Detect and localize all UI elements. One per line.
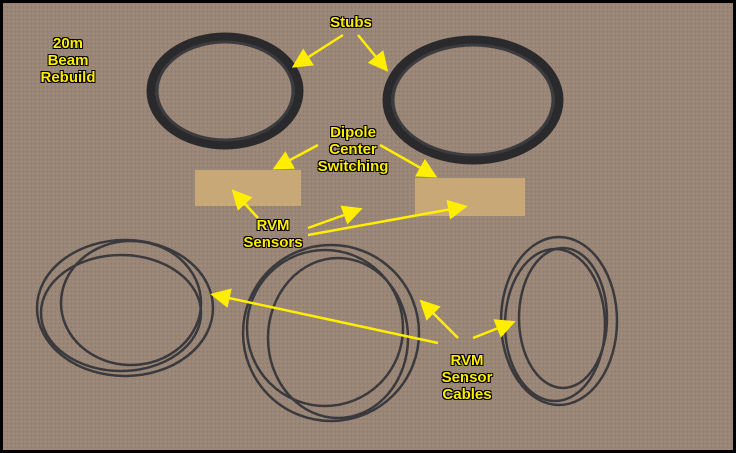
label-line: Sensor	[441, 369, 493, 386]
carpet-background	[3, 3, 733, 450]
stub-coil-left	[146, 32, 304, 150]
label-line: Sensors	[243, 234, 303, 251]
label-line: Cables	[442, 386, 492, 403]
label-line: RVM	[450, 352, 484, 369]
beam-rebuild-label: 20m Beam Rebuild	[38, 35, 98, 86]
label-line: Rebuild	[40, 69, 96, 86]
photo: 20m Beam Rebuild Stubs Dipole Center Swi…	[3, 3, 733, 450]
photo-scene	[3, 3, 733, 450]
switch-board-right	[415, 178, 525, 216]
stub-coil-right	[382, 35, 564, 165]
label-line: RVM	[256, 217, 290, 234]
label-line: Beam	[47, 52, 89, 69]
stubs-label: Stubs	[330, 14, 372, 31]
label-line: Dipole	[330, 124, 376, 141]
rvm-sensors-label: RVM Sensors	[236, 217, 310, 251]
dipole-center-switching-label: Dipole Center Switching	[308, 124, 398, 175]
label-line: Center	[329, 141, 377, 158]
rvm-sensor-cables-label: RVM Sensor Cables	[435, 352, 499, 403]
label-line: 20m	[52, 35, 84, 52]
label-line: Switching	[317, 158, 389, 175]
switch-board-left	[195, 170, 301, 206]
annotation-arrows	[210, 33, 516, 345]
